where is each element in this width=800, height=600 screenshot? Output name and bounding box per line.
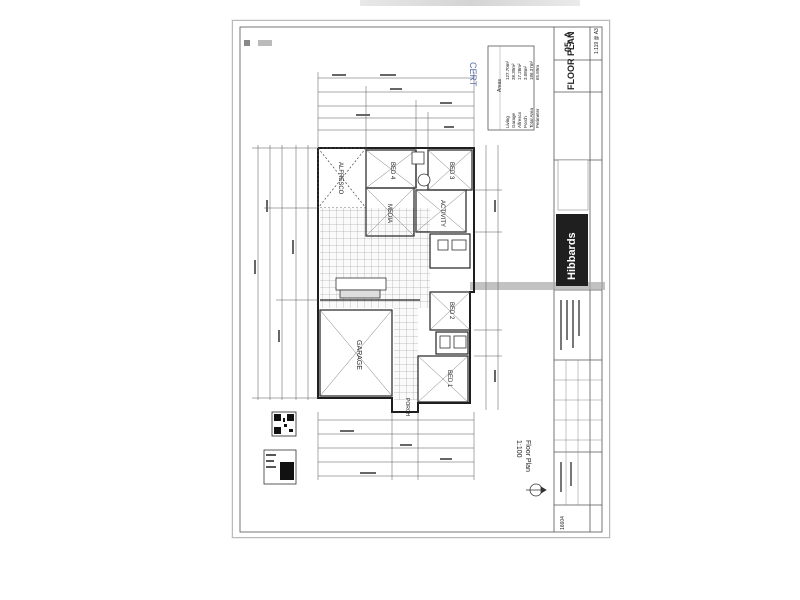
areas-row-label: Total Area: [529, 107, 534, 128]
revision-letter: A: [563, 31, 573, 39]
areas-heading: Areas: [497, 78, 503, 92]
certification-stamp-block: [263, 449, 297, 485]
areas-row-value: 65.89m: [535, 64, 540, 80]
qr-code: [271, 411, 297, 437]
areas-row-label: Living: [505, 116, 510, 128]
job-number: 16604: [560, 516, 566, 530]
sheet-number: 05: [563, 41, 573, 52]
scan-edge-smudge: [360, 0, 580, 6]
room-label-activity: ACTIVITY: [439, 200, 445, 228]
plan-title: Floor Plan: [524, 440, 531, 472]
areas-row-label: Garage: [511, 112, 516, 128]
areas-table: [487, 45, 535, 131]
room-label-alfresco: ALFRESCO: [337, 162, 343, 195]
room-label-bed4: BED 4: [389, 162, 395, 180]
areas-row-value: 17.28m²: [517, 63, 522, 80]
room-label-bed2: BED 2: [448, 302, 454, 320]
brand-logo: [556, 214, 588, 286]
areas-row-label: Alfresco: [517, 111, 522, 128]
room-label-media: MEDIA: [386, 204, 392, 224]
room-label-garage: GARAGE: [355, 340, 362, 370]
plan-scale: 1:100: [515, 440, 522, 458]
areas-row-label: Porch: [523, 116, 528, 128]
areas-row-value: 38.30m²: [511, 63, 516, 80]
areas-row-value: 186.37m²: [529, 60, 534, 80]
areas-row-value: 127.70m²: [505, 60, 510, 80]
drawing-label: FLOOR PLAN: [566, 31, 576, 91]
room-label-bed1: BED 1: [446, 370, 452, 388]
room-label-porch: PORCH: [404, 398, 410, 417]
sheet-size: 1:119 @ A3: [594, 28, 600, 54]
cert-stamp-text: CERT: [468, 62, 478, 87]
north-arrow-icon: [526, 483, 547, 497]
areas-row-value: 3.08m²: [523, 65, 528, 80]
brand-name: Hibbards: [566, 232, 578, 280]
areas-row-label: Perimeter: [535, 108, 540, 128]
room-label-bed3: BED 3: [448, 162, 454, 180]
